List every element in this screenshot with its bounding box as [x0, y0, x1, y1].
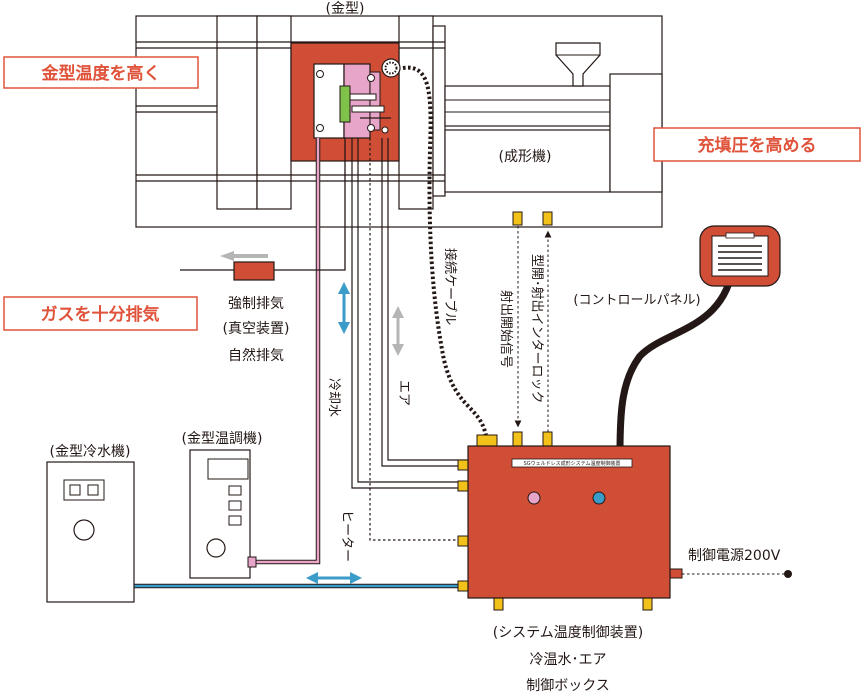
- label-forced-exhaust: 強制排気: [228, 296, 284, 312]
- air-flow-arrow-icon: [392, 306, 404, 356]
- hopper: [555, 42, 601, 87]
- mold-chiller: [46, 461, 135, 603]
- exhaust-arrow-icon: [220, 251, 234, 261]
- label-heater: ヒーター: [339, 510, 354, 562]
- mold-temperature-controller: [189, 449, 257, 579]
- callout-exhaust-box: [3, 296, 198, 331]
- callout-mold-temp: 金型温度を高く: [41, 63, 161, 84]
- callout-fill-pressure-box: [653, 127, 861, 162]
- label-natural-exhaust: 自然排気: [228, 347, 284, 364]
- label-power-supply: 制御電源200V: [688, 548, 781, 564]
- label-system-box-title: (システム温度制御装置): [493, 625, 644, 641]
- box-nameplate-text: SGウェルドレス成形システム温度制御装置: [524, 460, 621, 467]
- flow-arrows: [306, 282, 404, 584]
- label-cooling-water: 冷却水: [326, 378, 341, 417]
- labels: (金型) (成形機) (コントロールパネル) (金型冷水機) (金型温調機) 強…: [50, 1, 781, 694]
- connection-lines: [134, 65, 792, 589]
- label-vacuum-device: (真空装置): [223, 321, 290, 337]
- control-panel: [699, 225, 781, 287]
- cooling-flow-arrow-icon: [338, 282, 350, 334]
- label-molding-machine: (成形機): [499, 149, 552, 165]
- box-nameplate: [511, 458, 633, 468]
- hot-water-port-icon: [527, 491, 541, 505]
- label-interlock: 型開･射出インターロック: [529, 254, 545, 404]
- label-system-box-sub2: 制御ボックス: [526, 678, 610, 694]
- callouts: 金型温度を高く 充填圧を高める ガスを十分排気: [3, 56, 861, 331]
- water-flow-arrow-icon: [306, 572, 362, 584]
- exhaust-valve: [220, 251, 275, 281]
- machine-body: [444, 129, 611, 193]
- callout-mold-temp-box: [3, 56, 199, 89]
- system-control-box: SGウェルドレス成形システム温度制御装置: [467, 445, 671, 599]
- label-system-box-sub1: 冷温水･エア: [530, 652, 607, 668]
- molding-machine: [135, 15, 663, 228]
- callout-fill-pressure: 充填圧を高める: [698, 135, 817, 156]
- label-injection-start-signal: 射出開始信号: [498, 290, 514, 368]
- cold-water-port-icon: [592, 491, 606, 505]
- injection-barrel: [444, 85, 611, 127]
- label-connection-cable: 接続ケーブル: [442, 248, 458, 325]
- label-mold: (金型): [326, 1, 365, 17]
- callout-exhaust: ガスを十分排気: [41, 304, 160, 325]
- label-mold-chiller: (金型冷水機): [50, 444, 131, 460]
- label-control-panel: (コントロールパネル): [573, 293, 700, 308]
- label-air: エア: [396, 380, 411, 406]
- label-mold-temp-controller: (金型温調機): [182, 431, 263, 447]
- terminals: [457, 211, 683, 611]
